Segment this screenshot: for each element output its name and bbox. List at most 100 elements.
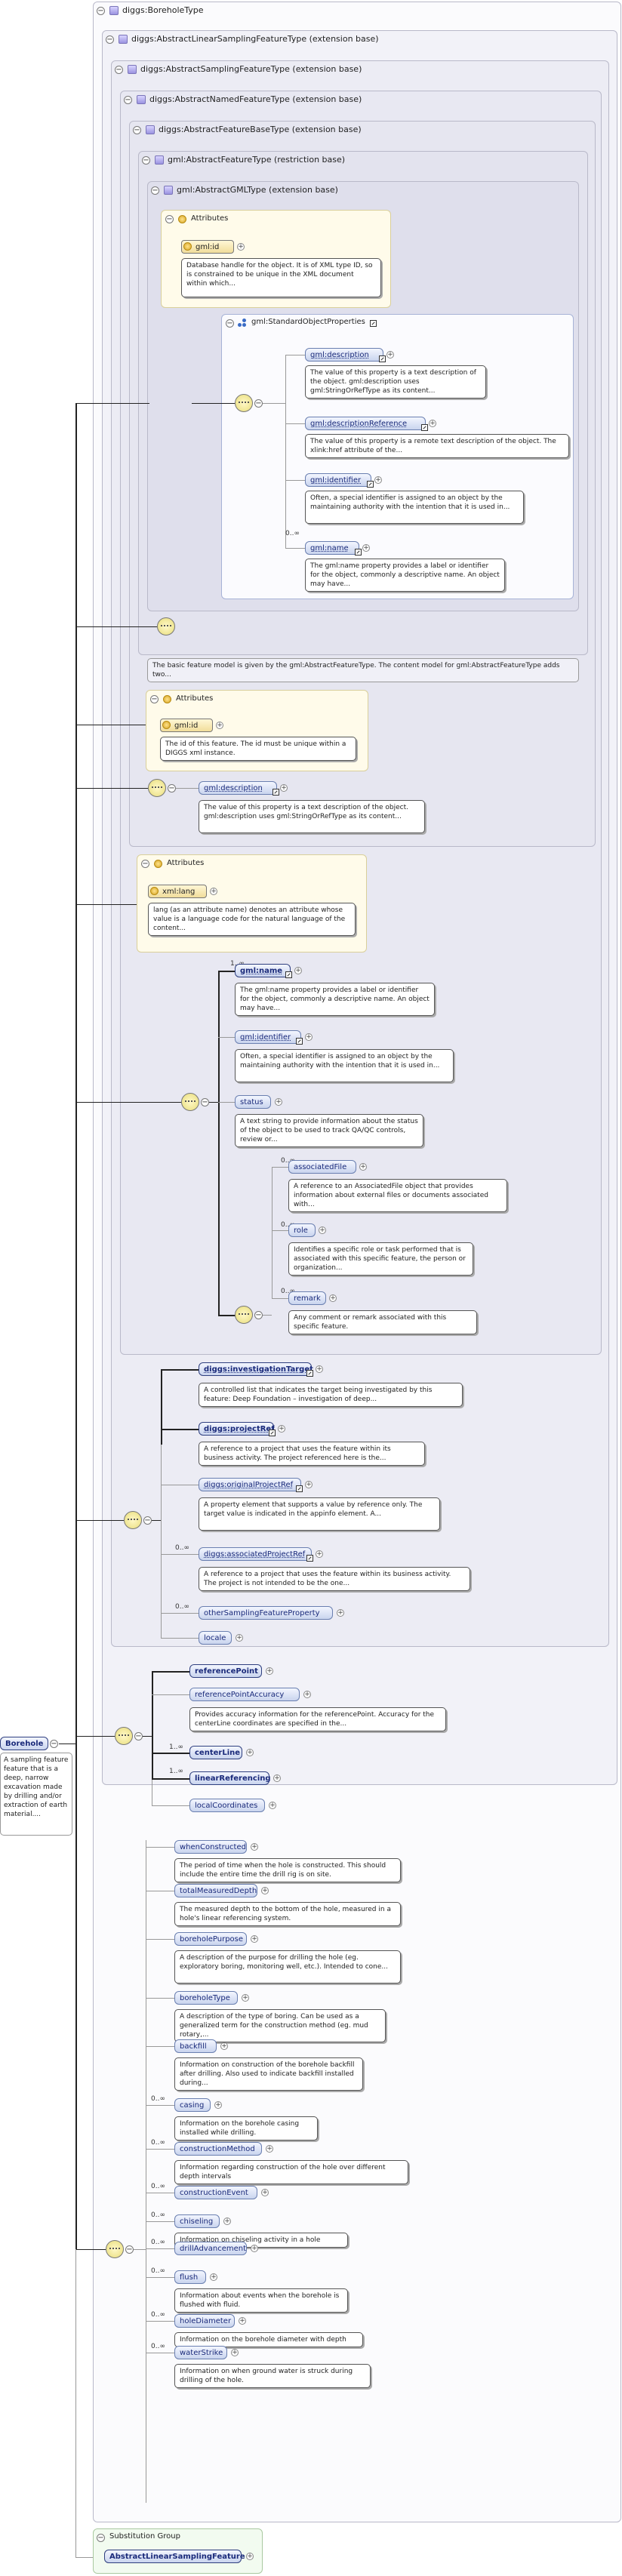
- link-icon[interactable]: [370, 320, 377, 327]
- collapse-toggle-gml-feature[interactable]: −: [142, 156, 150, 165]
- collapse-toggle-sequence[interactable]: −: [143, 1516, 152, 1525]
- link-icon[interactable]: [306, 1555, 313, 1562]
- center-line-element[interactable]: centerLine: [189, 1746, 242, 1759]
- link-icon[interactable]: [355, 549, 362, 556]
- backfill-element[interactable]: backfill: [174, 2039, 217, 2053]
- collapse-toggle-substitution[interactable]: −: [97, 2534, 105, 2542]
- expand-icon[interactable]: +: [251, 1935, 258, 1943]
- chiseling-element[interactable]: chiseling: [174, 2214, 220, 2228]
- collapse-toggle-attributes[interactable]: −: [165, 215, 174, 223]
- collapse-toggle-linear[interactable]: −: [106, 35, 114, 44]
- expand-icon[interactable]: +: [269, 1802, 276, 1809]
- link-icon[interactable]: [296, 1485, 303, 1492]
- collapse-toggle-sequence[interactable]: −: [125, 2245, 134, 2254]
- collapse-toggle-sequence[interactable]: −: [254, 1311, 263, 1319]
- expand-icon[interactable]: +: [246, 1749, 254, 1756]
- expand-icon[interactable]: +: [273, 1774, 281, 1782]
- construction-method-element[interactable]: constructionMethod: [174, 2142, 262, 2156]
- borehole-purpose-element[interactable]: boreholePurpose: [174, 1932, 247, 1946]
- collapse-toggle-gml-type[interactable]: −: [151, 186, 159, 195]
- role-element[interactable]: role: [288, 1223, 316, 1237]
- link-icon[interactable]: [273, 789, 279, 796]
- link-icon[interactable]: [306, 1370, 313, 1377]
- expand-icon[interactable]: +: [294, 967, 302, 974]
- expand-icon[interactable]: +: [303, 1691, 311, 1698]
- link-icon[interactable]: [296, 1038, 303, 1045]
- gml-id-attribute[interactable]: gml:id: [160, 719, 213, 732]
- expand-icon[interactable]: +: [316, 1550, 323, 1558]
- collapse-toggle-borehole[interactable]: −: [50, 1740, 58, 1748]
- collapse-toggle-sequence[interactable]: −: [201, 1098, 209, 1106]
- link-icon[interactable]: [367, 481, 374, 488]
- expand-icon[interactable]: +: [305, 1481, 313, 1488]
- expand-icon[interactable]: +: [266, 1667, 273, 1675]
- expand-icon[interactable]: +: [386, 351, 394, 359]
- gml-identifier-element[interactable]: gml:identifier: [305, 473, 371, 487]
- collapse-toggle-feature-base[interactable]: −: [133, 126, 141, 134]
- casing-element[interactable]: casing: [174, 2098, 211, 2112]
- locale-element[interactable]: locale: [199, 1631, 232, 1645]
- expand-icon[interactable]: +: [261, 2189, 269, 2196]
- hole-diameter-element[interactable]: holeDiameter: [174, 2314, 235, 2328]
- collapse-toggle-named[interactable]: −: [124, 96, 132, 104]
- collapse-toggle-sequence[interactable]: −: [254, 399, 263, 408]
- expand-icon[interactable]: +: [242, 1994, 249, 2002]
- collapse-toggle-sequence[interactable]: −: [134, 1732, 143, 1740]
- named-gml-identifier-element[interactable]: gml:identifier: [235, 1030, 301, 1044]
- link-icon[interactable]: [421, 424, 428, 431]
- expand-icon[interactable]: +: [374, 476, 382, 484]
- gml-description-reference-element[interactable]: gml:descriptionReference: [305, 417, 426, 430]
- drill-advancement-element[interactable]: drillAdvancement: [174, 2242, 247, 2255]
- collapse-toggle-sequence[interactable]: −: [168, 784, 176, 792]
- associated-project-ref-element[interactable]: diggs:associatedProjectRef: [199, 1547, 312, 1561]
- expand-icon[interactable]: +: [359, 1163, 367, 1171]
- link-icon[interactable]: [379, 355, 386, 362]
- expand-icon[interactable]: +: [214, 2101, 222, 2109]
- substitution-group-item[interactable]: AbstractLinearSamplingFeature: [104, 2550, 245, 2563]
- gml-id-attribute[interactable]: gml:id: [181, 240, 234, 254]
- expand-icon[interactable]: +: [266, 2145, 273, 2153]
- expand-icon[interactable]: +: [210, 888, 217, 895]
- reference-point-element[interactable]: referencePoint: [189, 1664, 262, 1678]
- collapse-toggle-attributes[interactable]: −: [141, 860, 149, 868]
- original-project-ref-element[interactable]: diggs:originalProjectRef: [199, 1478, 301, 1491]
- expand-icon[interactable]: +: [239, 2317, 246, 2325]
- expand-icon[interactable]: +: [329, 1294, 337, 1302]
- expand-icon[interactable]: +: [251, 1843, 258, 1851]
- gml-name-element[interactable]: gml:name: [305, 541, 359, 555]
- expand-icon[interactable]: +: [251, 2245, 258, 2252]
- status-element[interactable]: status: [235, 1095, 271, 1109]
- expand-icon[interactable]: +: [305, 1033, 313, 1041]
- when-constructed-element[interactable]: whenConstructed: [174, 1840, 247, 1854]
- construction-event-element[interactable]: constructionEvent: [174, 2186, 257, 2199]
- xml-lang-attribute[interactable]: xml:lang: [148, 885, 207, 898]
- expand-icon[interactable]: +: [278, 1425, 285, 1433]
- associated-file-element[interactable]: associatedFile: [288, 1160, 356, 1174]
- expand-icon[interactable]: +: [319, 1226, 326, 1234]
- expand-icon[interactable]: +: [210, 2273, 217, 2281]
- expand-icon[interactable]: +: [236, 1634, 243, 1642]
- water-strike-element[interactable]: waterStrike: [174, 2346, 227, 2359]
- expand-icon[interactable]: +: [275, 1098, 282, 1106]
- collapse-toggle-borehole-type[interactable]: −: [97, 7, 105, 15]
- total-measured-depth-element[interactable]: totalMeasuredDepth: [174, 1884, 257, 1897]
- flush-element[interactable]: flush: [174, 2270, 206, 2284]
- expand-icon[interactable]: +: [231, 2349, 239, 2356]
- named-gml-name-element[interactable]: gml:name: [235, 964, 291, 977]
- link-icon[interactable]: [285, 971, 292, 978]
- remark-element[interactable]: remark: [288, 1291, 326, 1305]
- expand-icon[interactable]: +: [216, 722, 223, 729]
- collapse-toggle-group[interactable]: −: [226, 319, 234, 328]
- collapse-toggle-sampling[interactable]: −: [115, 66, 123, 74]
- link-icon[interactable]: [269, 1430, 276, 1436]
- expand-icon[interactable]: +: [220, 2042, 228, 2050]
- linear-referencing-element[interactable]: linearReferencing: [189, 1771, 271, 1785]
- expand-icon[interactable]: +: [261, 1887, 269, 1894]
- other-sampling-feature-property-element[interactable]: otherSamplingFeatureProperty: [199, 1606, 333, 1620]
- gml-description-element[interactable]: gml:description: [305, 348, 383, 362]
- local-coordinates-element[interactable]: localCoordinates: [189, 1799, 265, 1812]
- expand-icon[interactable]: +: [429, 420, 436, 427]
- expand-icon[interactable]: +: [316, 1365, 323, 1373]
- feature-base-description-element[interactable]: gml:description: [199, 781, 277, 795]
- expand-icon[interactable]: +: [246, 2553, 254, 2560]
